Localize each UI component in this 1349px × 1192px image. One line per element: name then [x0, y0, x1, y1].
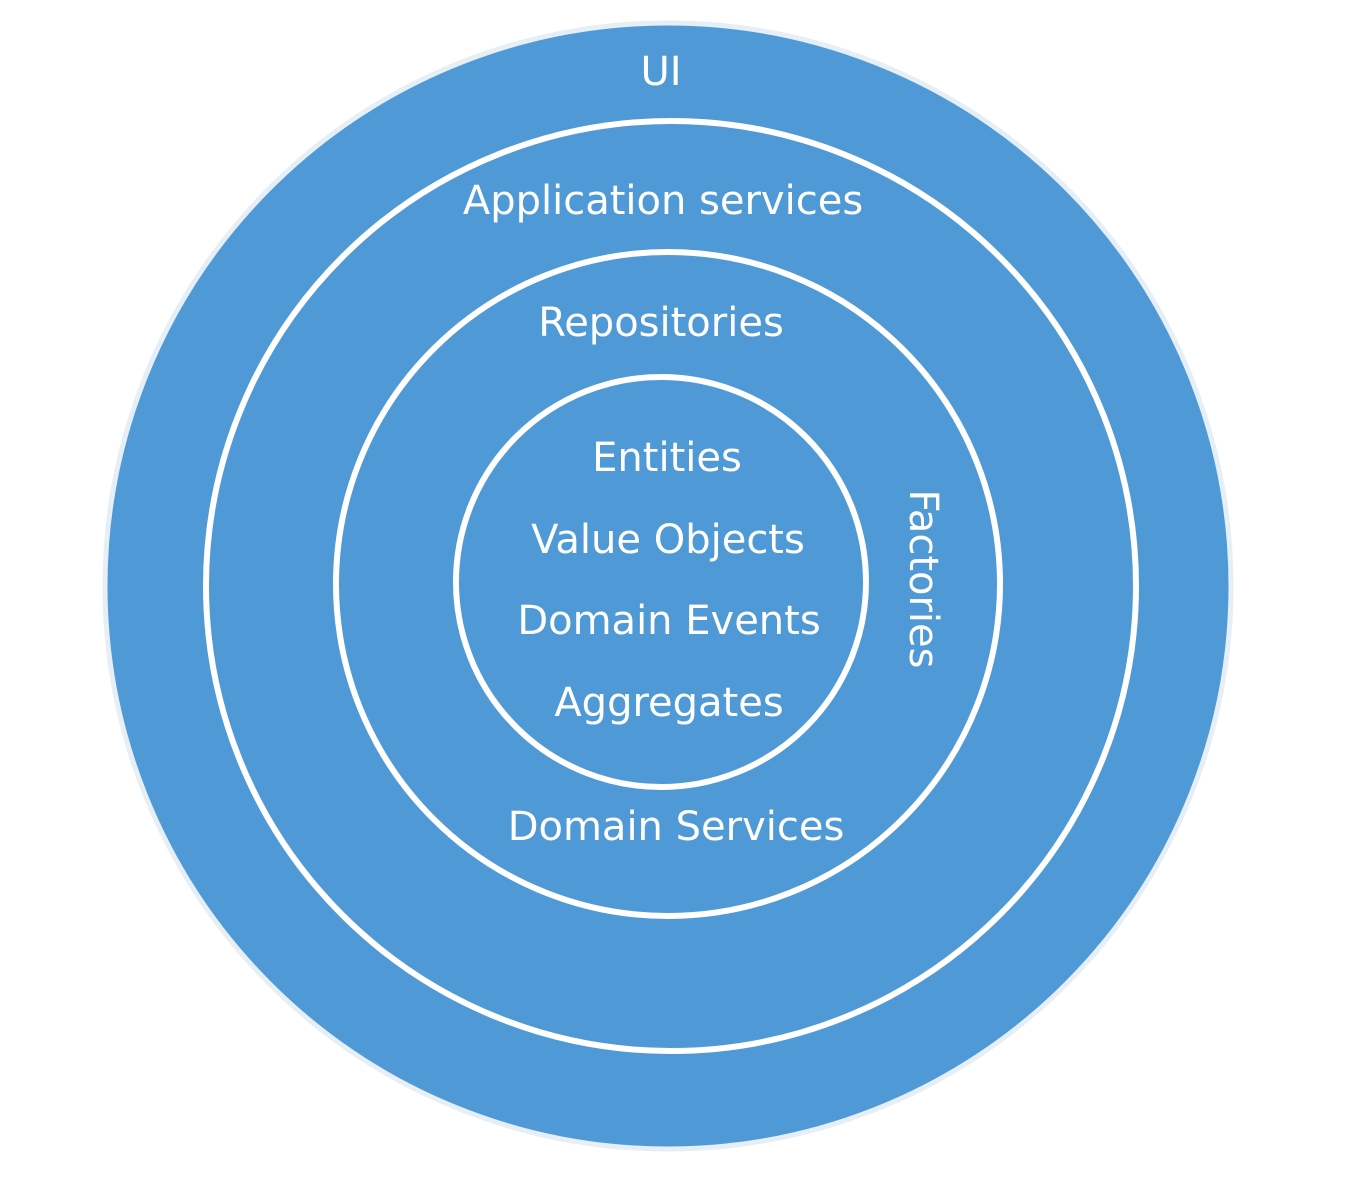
aggregates-label: Aggregates	[554, 680, 783, 726]
domain-services-label: Domain Services	[508, 804, 845, 850]
ui-label: UI	[640, 49, 681, 95]
application-services-label: Application services	[463, 178, 863, 224]
factories-label: Factories	[900, 489, 946, 668]
domain-events-label: Domain Events	[517, 598, 820, 644]
value-objects-label: Value Objects	[531, 517, 805, 563]
entities-label: Entities	[592, 435, 742, 481]
domain-core-ring	[453, 374, 869, 790]
repositories-label: Repositories	[538, 300, 784, 346]
